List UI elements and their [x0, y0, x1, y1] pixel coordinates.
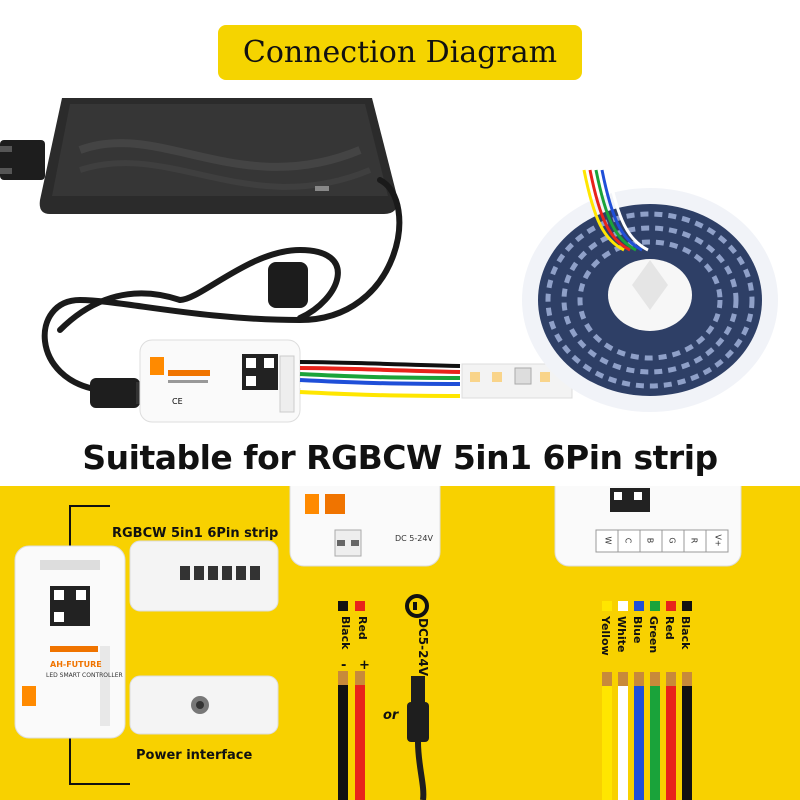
svg-text:CE: CE — [172, 397, 183, 406]
controller-top-view: CE — [139, 339, 301, 423]
dc-input-label: DC5-24V — [416, 618, 430, 677]
terminal-pin-w: W — [603, 536, 613, 545]
strip-wire-label-blue: Blue — [631, 616, 644, 644]
controller-subtitle: LED SMART CONTROLLER — [46, 672, 123, 679]
terminal-pin-vplus: V+ — [713, 534, 723, 547]
power-adapter — [39, 98, 398, 214]
strip-wire-label-red: Red — [663, 616, 676, 640]
ac-plug — [0, 140, 45, 180]
power-wire-label-red: Red — [356, 616, 369, 640]
or-label: or — [383, 708, 399, 723]
strip-wire-label-green: Green — [647, 616, 660, 654]
terminal-pin-c: C — [623, 537, 633, 544]
power-wiring — [289, 486, 441, 800]
led-strip-segment — [461, 363, 573, 399]
title-banner: Connection Diagram — [218, 25, 582, 80]
product-illustration: CE — [0, 98, 778, 423]
ferrite-choke — [268, 262, 308, 308]
strip-wire-label-white: White — [615, 616, 628, 653]
strip-port-label: RGBCW 5in1 6Pin strip — [112, 526, 279, 541]
strip-wire-label-yellow: Yellow — [599, 616, 612, 656]
strip-wire-label-black: Black — [679, 616, 692, 650]
headline: Suitable for RGBCW 5in1 6Pin strip — [82, 438, 718, 477]
controller-voltage: DC 5-24V — [395, 534, 433, 543]
diagram-title: Connection Diagram — [242, 35, 558, 70]
power-wire-sign-minus: - — [341, 658, 347, 673]
power-wire-sign-plus: + — [359, 658, 370, 673]
power-interface-label: Power interface — [136, 748, 253, 763]
controller-callouts — [14, 505, 279, 785]
controller-brand: AH-FUTURE — [50, 660, 102, 669]
dc-barrel-connector — [90, 378, 146, 408]
strip-wiring — [554, 486, 742, 800]
strip-wires-top — [299, 360, 461, 398]
power-cable — [41, 177, 403, 393]
terminal-pin-b: B — [645, 537, 655, 544]
terminal-pin-r: R — [689, 537, 699, 544]
wiring-panel: RGBCW 5in1 6Pin strip Power interface DC… — [0, 486, 800, 800]
power-wire-label-black: Black — [339, 616, 352, 650]
terminal-pin-g: G — [667, 537, 677, 544]
led-strip-reel — [522, 169, 778, 412]
